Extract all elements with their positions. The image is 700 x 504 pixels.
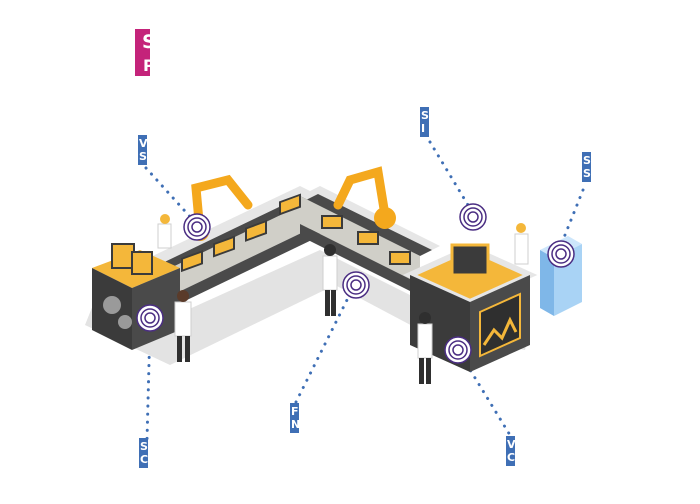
label-top-right: S S: [582, 152, 591, 182]
worker-left: [174, 290, 192, 362]
label-bottom-right: V C: [506, 436, 515, 466]
leader-line-bottom-center: [294, 288, 354, 404]
leader-line-bottom-left: [145, 323, 152, 442]
title-line-1: S: [142, 31, 150, 53]
leader-line-top-center: [428, 140, 470, 207]
worker-right: [417, 312, 433, 384]
fingerprint-icons: [136, 203, 575, 364]
label-bottom-left: S C: [139, 438, 148, 468]
fingerprint-icon: [444, 336, 472, 364]
robot-arm-right: [333, 166, 396, 229]
fingerprint-icon: [459, 203, 487, 231]
leader-line-top-left: [144, 166, 195, 222]
worker-back-right: [514, 223, 529, 265]
leader-line-top-right: [561, 188, 585, 242]
label-bottom-center: F N: [290, 403, 299, 433]
fingerprint-icon: [136, 304, 164, 332]
floor-shadows: [85, 250, 530, 365]
gear-icon: [103, 296, 121, 314]
fingerprint-icon: [547, 240, 575, 268]
fingerprint-icon: [342, 271, 370, 299]
label-top-left: V S: [138, 135, 147, 165]
gear-icon: [118, 315, 132, 329]
fingerprint-icon: [183, 213, 211, 241]
worker-center: [322, 244, 338, 316]
title-box: S P: [135, 29, 150, 76]
workers: [157, 214, 529, 384]
product-boxes: [181, 193, 411, 273]
worker-back-left: [157, 214, 172, 249]
title-line-2: P: [143, 56, 150, 75]
label-top-center: S I: [420, 107, 429, 137]
